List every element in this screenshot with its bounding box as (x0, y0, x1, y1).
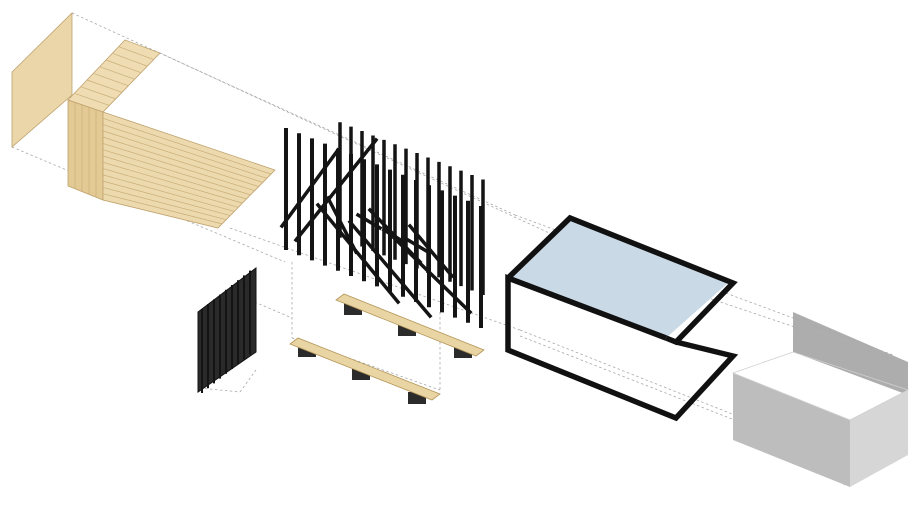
box-end-wall (850, 390, 908, 487)
roof-slat (93, 73, 129, 87)
floor-slat (102, 130, 263, 183)
black-steel-slat-cage (279, 122, 485, 328)
floor-slat (102, 124, 267, 179)
roof-slat (86, 79, 123, 93)
roof-slat (112, 53, 148, 67)
glass-roof (508, 218, 728, 338)
floor-slat (102, 155, 247, 200)
cage-diagonal (347, 219, 433, 319)
cage-diagonal (405, 237, 431, 255)
floor-slat (102, 168, 239, 208)
timber-side-wall (67, 99, 104, 201)
roof-slat (105, 59, 142, 73)
cage-diagonal (293, 137, 379, 243)
floor-slat (102, 187, 227, 221)
floor-slat (102, 180, 231, 216)
cage-diagonal (279, 147, 341, 229)
cage-diagonal (315, 202, 401, 305)
bench-seat (335, 293, 485, 357)
floor-slat (102, 136, 259, 187)
roof-slat (99, 66, 135, 80)
timber-slats (74, 46, 272, 225)
bench-seat (289, 337, 441, 401)
floor-slat (102, 143, 255, 192)
cage-diagonal (381, 227, 407, 245)
timber-benches-on-blocks (289, 293, 485, 404)
cage-diagonal (355, 212, 383, 231)
black-slat-door-panel (197, 266, 257, 393)
roof-slat (80, 86, 116, 100)
timber-roof (67, 39, 161, 113)
cage-back-bars (338, 122, 485, 295)
floor-slat (102, 117, 272, 175)
cage-diagonal (325, 195, 359, 255)
grey-translucent-end-box (731, 312, 910, 487)
cage-diagonal-bars (279, 137, 473, 319)
roof-slat (118, 46, 154, 60)
floor-slat (102, 149, 251, 196)
floor-slat (102, 193, 223, 225)
box-back-wall (793, 312, 908, 395)
cage-diagonal (385, 229, 473, 315)
door-slats (201, 270, 251, 393)
box-top-edge (731, 351, 910, 421)
timber-end-wall (11, 12, 73, 148)
steel-frame-with-glass-roof (505, 214, 739, 422)
bench-front (289, 337, 441, 404)
bench-back (335, 293, 485, 358)
cage-diagonal (407, 223, 455, 279)
timber-slat-shell (67, 39, 276, 229)
floor-slat (102, 161, 243, 204)
box-front-wall (733, 373, 850, 487)
roof-slat (74, 93, 110, 106)
floor-slat (102, 174, 235, 212)
